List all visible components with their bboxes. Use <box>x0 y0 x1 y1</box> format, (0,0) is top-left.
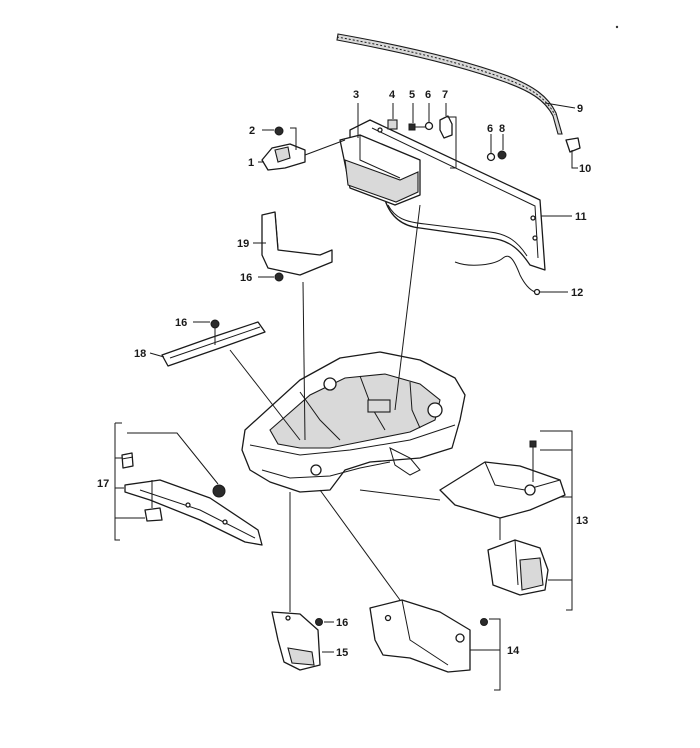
washer-left <box>424 121 434 131</box>
air-duct-lower <box>487 539 549 596</box>
crossmember-to-shell-line <box>229 349 301 441</box>
callout-8: 8 <box>499 123 505 135</box>
callout-19: 19 <box>237 238 249 250</box>
duct-screw <box>529 440 537 448</box>
callout-9: 9 <box>577 103 583 115</box>
support-bracket <box>261 211 333 276</box>
callout-14: 14 <box>507 645 520 657</box>
hood-bracket <box>439 115 453 139</box>
shell-to-duct-line <box>359 489 441 501</box>
callout-6b: 6 <box>487 123 493 135</box>
hood-latch <box>261 143 306 171</box>
bracket-nut-upper <box>274 272 284 282</box>
callout-5: 5 <box>409 89 415 101</box>
front-body-shell <box>241 351 466 493</box>
callout-2: 2 <box>249 125 255 137</box>
trim-screw <box>480 618 488 626</box>
latch-nut <box>274 126 284 136</box>
callout-3: 3 <box>353 89 359 101</box>
leader-10 <box>571 150 578 169</box>
callout-6a: 6 <box>425 89 431 101</box>
hex-nut <box>497 150 507 160</box>
callout-13: 13 <box>576 515 588 527</box>
latch-nut-line <box>290 127 297 150</box>
callout-16a: 16 <box>240 272 252 284</box>
bar-mount-plate <box>144 480 163 522</box>
square-nut <box>387 119 398 130</box>
leader-18 <box>149 352 165 358</box>
grommet <box>212 484 226 498</box>
callout-4: 4 <box>389 89 396 101</box>
crossmember-nut <box>210 319 220 329</box>
callout-16c: 16 <box>336 617 348 629</box>
callout-7: 7 <box>442 89 448 101</box>
callout-1: 1 <box>248 157 254 169</box>
hood-release-cable <box>454 255 541 296</box>
bracket-14 <box>489 618 501 691</box>
seal-clip <box>565 137 581 153</box>
shell-to-trim-line <box>319 489 401 601</box>
callout-18: 18 <box>134 348 146 360</box>
bracket-nut-lower <box>315 618 323 626</box>
callout-17: 17 <box>97 478 109 490</box>
lower-bracket <box>271 611 321 671</box>
tray-hinge-line <box>447 116 457 169</box>
hood-seal-strip <box>336 33 563 135</box>
bracket-17 <box>114 423 120 541</box>
air-duct-upper <box>439 461 566 540</box>
rubber-bump-stop <box>121 452 134 469</box>
bolt <box>408 123 425 131</box>
bracket-to-shell-line <box>302 281 306 441</box>
side-trim-panel <box>369 599 471 673</box>
callout-15: 15 <box>336 647 348 659</box>
storage-tray <box>339 134 421 206</box>
leader-9 <box>544 102 576 109</box>
callout-11: 11 <box>575 211 587 223</box>
callout-12: 12 <box>571 287 583 299</box>
bracket-13 <box>540 430 573 611</box>
front-reinforcement-bar <box>124 479 263 546</box>
washer-right <box>486 152 496 162</box>
callout-10: 10 <box>579 163 591 175</box>
callout-16b: 16 <box>175 317 187 329</box>
latch-cable-line <box>304 139 346 156</box>
leader-17-grommet <box>127 432 219 485</box>
tray-to-shell-line <box>394 204 421 411</box>
scan-speck <box>615 25 619 29</box>
